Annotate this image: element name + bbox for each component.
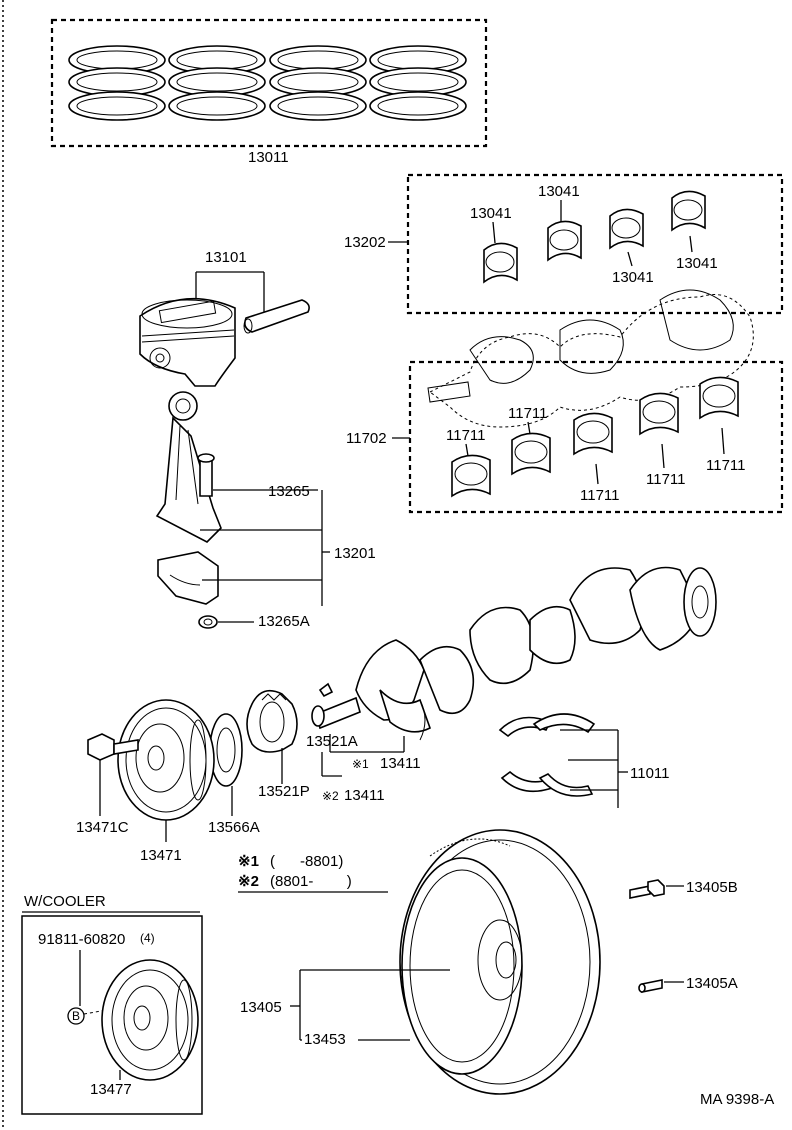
- label-13041-b: 13041: [538, 183, 580, 200]
- thrust-washers[interactable]: [498, 713, 596, 797]
- crank-gear[interactable]: [246, 689, 298, 753]
- label-13521P: 13521P: [258, 783, 310, 800]
- note-small2: ※2: [322, 789, 339, 803]
- label-13471: 13471: [140, 847, 182, 864]
- cooler-box-frame: [21, 915, 203, 1115]
- connecting-rod[interactable]: 13265 13201 13265A: [155, 391, 376, 630]
- label-13265: 13265: [268, 483, 310, 500]
- label-cooler-qty: (4): [140, 931, 155, 945]
- label-13201: 13201: [334, 545, 376, 562]
- label-11711-b: 11711: [508, 405, 548, 422]
- flywheel-pin[interactable]: [638, 979, 663, 993]
- main-bearing-shell: [451, 376, 739, 498]
- ring-stack-4: [369, 45, 467, 121]
- oil-seal[interactable]: [209, 713, 243, 787]
- rod-bearing-frame: [406, 173, 784, 315]
- ring-stack-1: [68, 45, 166, 121]
- note-range2: (8801- ): [270, 873, 352, 890]
- label-13471C: 13471C: [76, 819, 129, 836]
- label-13411-2: 13411: [344, 787, 385, 804]
- label-13405A: 13405A: [686, 975, 738, 992]
- b-marker: B: [72, 1009, 80, 1023]
- piston-assembly[interactable]: 13101: [139, 249, 310, 387]
- label-13521A: 13521A: [306, 733, 358, 750]
- label-13202: 13202: [344, 234, 386, 251]
- label-13041-c: 13041: [612, 269, 654, 286]
- label-13405: 13405: [240, 999, 282, 1016]
- piston-rings-frame: [50, 18, 488, 148]
- diagram-id: MA 9398-A: [700, 1091, 774, 1108]
- bearing-shell: [483, 190, 706, 284]
- label-13411-1: 13411: [380, 755, 421, 772]
- label-13453: 13453: [304, 1031, 346, 1048]
- applicability-notes: ※1 ( -8801) ※2 (8801- ): [238, 853, 388, 893]
- ghost-crankshaft: [427, 289, 754, 428]
- label-13265A: 13265A: [258, 613, 310, 630]
- pulley-bolt[interactable]: [87, 733, 139, 761]
- piston-rings-group[interactable]: 13011: [50, 18, 488, 166]
- label-11702: 11702: [346, 430, 387, 447]
- crankshaft[interactable]: [311, 566, 717, 741]
- note-mark1: ※1: [238, 853, 259, 870]
- ring-stack-2: [168, 45, 266, 121]
- label-w-cooler: W/COOLER: [24, 893, 106, 910]
- note-small1: ※1: [352, 757, 369, 771]
- note-range1: ( -8801): [270, 853, 343, 870]
- label-13041-a: 13041: [470, 205, 512, 222]
- crank-pulley[interactable]: [117, 699, 215, 821]
- note-mark2: ※2: [238, 873, 259, 890]
- label-11011: 11011: [630, 765, 670, 782]
- label-13041-d: 13041: [676, 255, 718, 272]
- label-13011: 13011: [248, 149, 289, 166]
- label-13477: 13477: [90, 1081, 132, 1098]
- rod-bearing-group[interactable]: 13202 13041 13041 13041 13041: [344, 173, 784, 315]
- main-bearing-group[interactable]: 11702 11711 11711 11711 11711 11711: [346, 360, 784, 514]
- b-marker-circle: [67, 1007, 85, 1025]
- cooler-variant-box[interactable]: W/COOLER 91811-60820 (4) B 13477: [21, 893, 203, 1115]
- label-91811: 91811-60820: [38, 931, 125, 948]
- label-13101: 13101: [205, 249, 247, 266]
- label-11711-d: 11711: [646, 471, 686, 488]
- label-13405B: 13405B: [686, 879, 738, 896]
- flywheel[interactable]: [399, 829, 601, 1095]
- label-11711-c: 11711: [580, 487, 620, 504]
- label-11711-e: 11711: [706, 457, 746, 474]
- label-13566A: 13566A: [208, 819, 260, 836]
- label-11711-a: 11711: [446, 427, 486, 444]
- flywheel-bolt[interactable]: [629, 879, 665, 899]
- ring-stack-3: [269, 45, 367, 121]
- cooler-pulley: [101, 959, 199, 1081]
